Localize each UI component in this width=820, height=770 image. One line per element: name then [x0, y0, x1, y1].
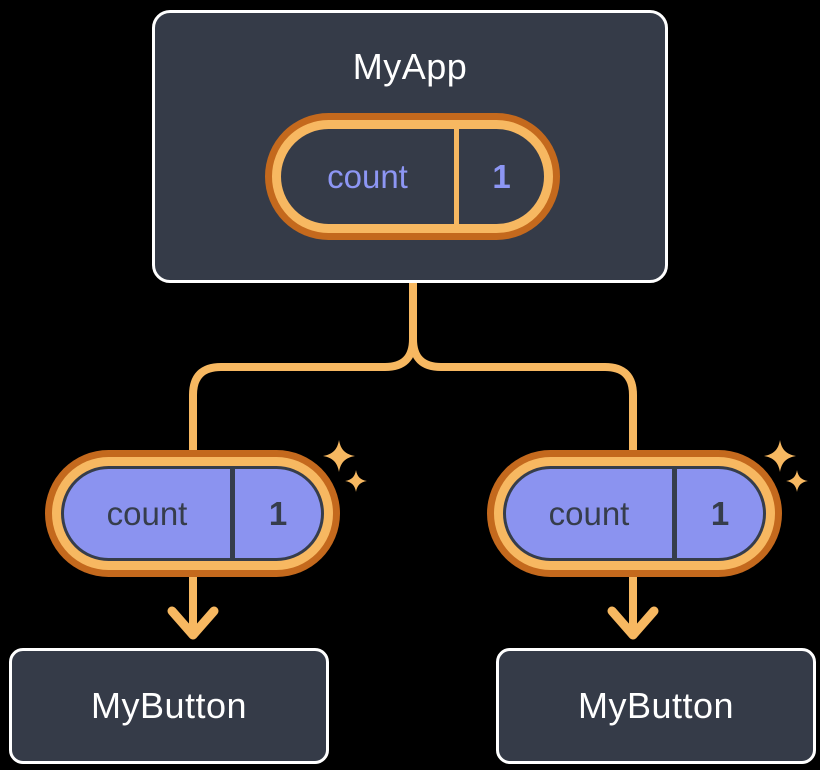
arrow-left-head	[167, 606, 219, 640]
component-label: MyButton	[90, 685, 248, 726]
state-pill-root: count 1	[272, 120, 553, 233]
prop-value: 1	[268, 494, 288, 532]
state-value: 1	[492, 157, 511, 195]
prop-name: count	[106, 494, 188, 532]
arrow-right-head	[607, 606, 659, 640]
branch-right-wire	[409, 277, 637, 464]
prop-pill-right: count 1	[503, 466, 766, 561]
component-label: MyApp	[352, 46, 468, 87]
prop-value: 1	[710, 494, 730, 532]
state-name: count	[327, 157, 408, 195]
component-box-mybutton-right: MyButton	[496, 648, 816, 764]
pill-divider	[230, 469, 235, 558]
pill-divider	[672, 469, 677, 558]
component-box-mybutton-left: MyButton	[9, 648, 329, 764]
sparkle-icon	[764, 440, 808, 492]
prop-name: count	[548, 494, 630, 532]
pill-divider	[454, 129, 459, 224]
component-box-myapp: MyApp	[152, 10, 668, 283]
prop-pill-left: count 1	[61, 466, 324, 561]
component-label: MyButton	[577, 685, 735, 726]
branch-left-wire	[189, 277, 417, 464]
sparkle-icon	[323, 440, 367, 492]
